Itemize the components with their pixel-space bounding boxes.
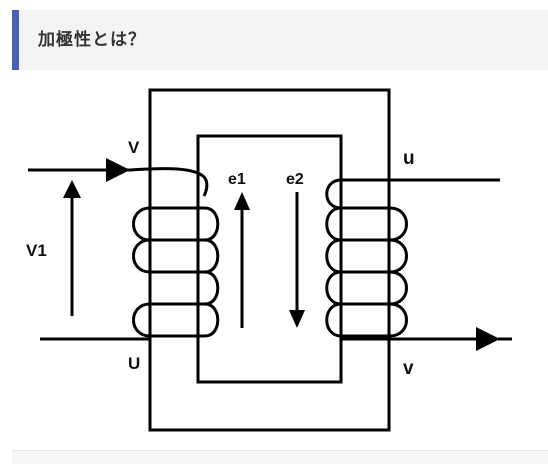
heading-accent-bar	[12, 10, 19, 70]
emf-e2-arrow-head	[289, 310, 305, 328]
secondary-current-arrow	[476, 327, 500, 351]
label-secondary-bottom: v	[403, 358, 414, 379]
secondary-winding	[325, 178, 408, 338]
primary-winding	[132, 206, 220, 338]
section-heading: 加極性とは？	[12, 10, 548, 70]
core-outer-frame	[148, 88, 391, 432]
label-primary-top: V	[128, 138, 140, 157]
primary-voltage-arrow-head	[63, 180, 81, 198]
emf-e1-arrow-head	[234, 192, 250, 210]
label-secondary-top: u	[403, 148, 415, 169]
label-primary-voltage: V1	[26, 241, 47, 260]
primary-current-arrow	[106, 158, 130, 182]
label-emf-secondary: e2	[286, 171, 304, 188]
next-content-box	[12, 450, 548, 464]
primary-lead-hook	[129, 167, 209, 197]
label-primary-bottom: U	[128, 354, 140, 373]
core-inner-window	[196, 134, 343, 384]
label-emf-primary: e1	[228, 171, 246, 188]
heading-title: 加極性とは？	[38, 30, 146, 50]
